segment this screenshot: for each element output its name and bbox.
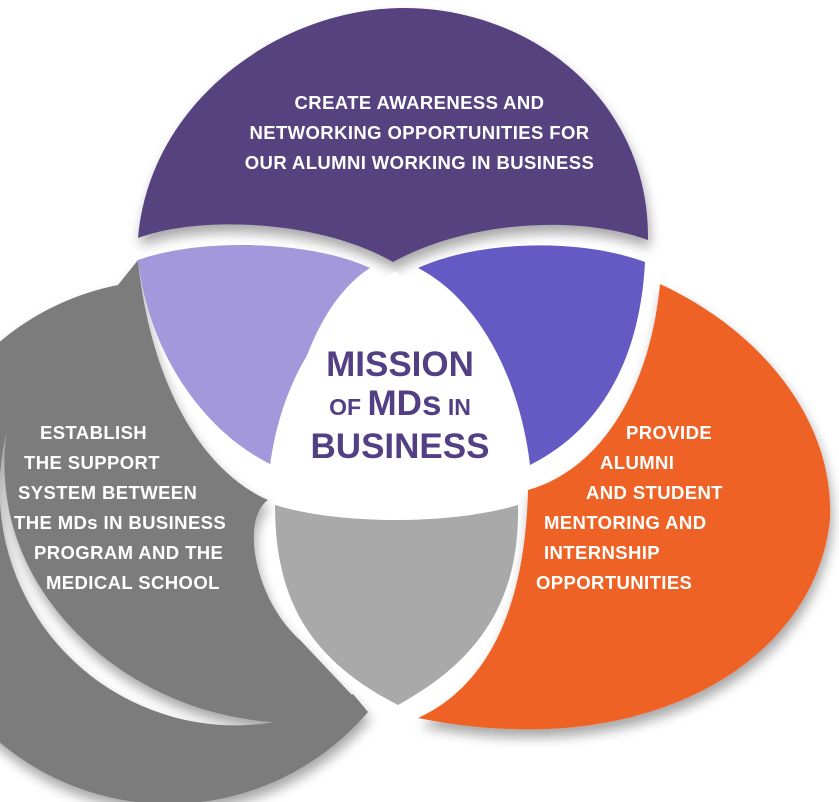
right-line-6: OPPORTUNITIES bbox=[536, 572, 693, 593]
left-line-1: ESTABLISH bbox=[40, 422, 148, 443]
left-circle bbox=[0, 285, 368, 802]
left-line-6: MEDICAL SCHOOL bbox=[46, 572, 220, 593]
top-circle bbox=[138, 7, 649, 263]
right-line-4: MENTORING AND bbox=[544, 512, 707, 533]
center-region bbox=[268, 272, 522, 506]
right-line-3: AND STUDENT bbox=[586, 482, 723, 503]
center-line-2-main: MDs bbox=[367, 384, 442, 423]
lens-top-left bbox=[138, 245, 370, 470]
top-line-1: CREATE AWARENESS AND bbox=[294, 92, 545, 113]
center-line-2: OF MDs IN bbox=[270, 385, 530, 426]
center-title: MISSION OF MDs IN BUSINESS bbox=[270, 345, 530, 468]
center-line-3: BUSINESS bbox=[310, 427, 490, 466]
right-line-1: PROVIDE bbox=[626, 422, 713, 443]
top-circle-text: CREATE AWARENESS AND NETWORKING OPPORTUN… bbox=[0, 88, 839, 178]
left-line-3: SYSTEM BETWEEN bbox=[18, 482, 198, 503]
center-line-2-suffix: IN bbox=[447, 394, 471, 420]
center-line-1: MISSION bbox=[326, 345, 474, 384]
right-line-2: ALUMNI bbox=[600, 452, 675, 473]
left-line-5: PROGRAM AND THE bbox=[34, 542, 224, 563]
right-circle bbox=[418, 284, 831, 730]
top-line-2: NETWORKING OPPORTUNITIES FOR bbox=[249, 122, 590, 143]
left-circle-text: ESTABLISH THE SUPPORT SYSTEM BETWEEN THE… bbox=[0, 418, 260, 598]
right-circle-text: PROVIDE ALUMNI AND STUDENT MENTORING AND… bbox=[520, 418, 760, 598]
right-line-5: INTERNSHIP bbox=[544, 542, 661, 563]
lens-top-right bbox=[418, 245, 645, 465]
center-line-2-prefix: OF bbox=[329, 394, 362, 420]
left-line-4: THE MDs IN BUSINESS bbox=[14, 512, 227, 533]
left-line-2: THE SUPPORT bbox=[24, 452, 160, 473]
lens-bottom bbox=[275, 505, 519, 705]
left-circle-body bbox=[4, 260, 368, 723]
top-line-3: OUR ALUMNI WORKING IN BUSINESS bbox=[244, 152, 595, 173]
